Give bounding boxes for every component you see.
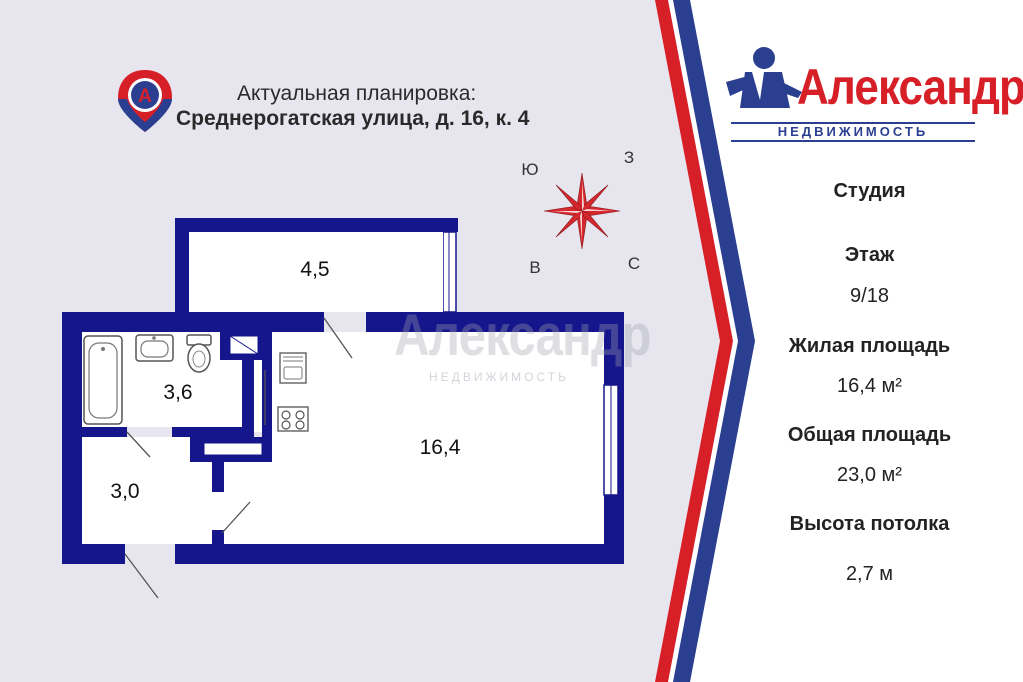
logo-name: Александр (797, 59, 1023, 115)
floor-label: Этаж (844, 244, 895, 266)
bathtub-icon (83, 335, 123, 425)
partition-wall (262, 332, 272, 462)
red-stripe (655, 0, 733, 682)
wall-left (62, 312, 82, 564)
stub-wall (212, 462, 224, 492)
logo-person-icon (726, 47, 802, 108)
map-pin-icon (118, 70, 172, 132)
bath-bottom-wall-left (82, 427, 127, 437)
total-area-label: Общая площадь (787, 424, 952, 446)
header-address: Среднерогатская улица, д. 16, к. 4 (176, 107, 530, 130)
blue-stripe (673, 0, 755, 682)
hallway-right-wall (212, 530, 224, 544)
map-pin-letter: А (138, 86, 152, 107)
watermark-name: Александр (394, 303, 652, 368)
watermark-subtitle: НЕДВИЖИМОСТЬ (429, 370, 569, 384)
ceiling-height-label: Высота потолка (789, 513, 950, 535)
balcony-wall-left (175, 218, 189, 318)
toilet-icon (186, 334, 212, 373)
room-hallway-area: 3,0 (110, 480, 140, 503)
compass-rose-icon (543, 172, 621, 250)
floor-value: 9/18 (850, 285, 889, 307)
room-living-area: 16,4 (419, 436, 461, 459)
living-area-label: Жилая площадь (788, 335, 951, 357)
door-swings (124, 317, 353, 599)
bath-bottom-wall-right (172, 427, 254, 437)
compass-west: З (623, 148, 635, 167)
living-area-value: 16,4 м² (837, 375, 902, 397)
logo-subtitle: НЕДВИЖИМОСТЬ (731, 122, 975, 142)
balcony-wall-top (175, 218, 458, 232)
total-area-value: 23,0 м² (837, 464, 902, 486)
apartment-type: Студия (833, 180, 906, 202)
compass-east: В (529, 258, 541, 277)
wall-top-right (366, 312, 620, 332)
wall-top-left (62, 312, 324, 332)
header-title: Актуальная планировка: (237, 82, 477, 105)
compass-north: С (627, 254, 641, 273)
floorplan (62, 218, 624, 599)
sink-icon (135, 334, 174, 362)
wall-bottom-left (62, 544, 125, 564)
wall-bottom-right (175, 544, 624, 564)
ceiling-height-value: 2,7 м (845, 563, 894, 585)
room-balcony-area: 4,5 (300, 258, 330, 281)
kitchen-sink-icon (279, 352, 307, 384)
room-bathroom-area: 3,6 (163, 381, 193, 404)
compass-south: Ю (521, 160, 539, 179)
stove-icon (277, 406, 309, 432)
